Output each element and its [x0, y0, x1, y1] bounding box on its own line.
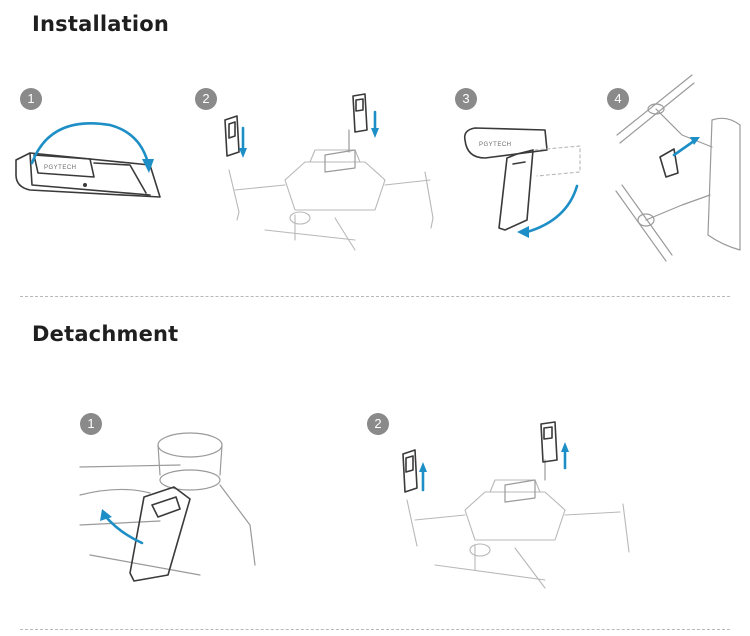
installation-step-1-badge: 1 [20, 88, 42, 110]
installation-step-2-badge: 2 [195, 88, 217, 110]
arrow-icon [30, 121, 150, 165]
section-divider-top [20, 296, 730, 297]
arrow-icon [672, 139, 696, 157]
installation-step-4-badge: 4 [607, 88, 629, 110]
arrow-icon [525, 184, 579, 234]
installation-title: Installation [32, 12, 170, 36]
installation-step-2-illustration [224, 93, 434, 251]
installation-step-1-brand-label: PGYTECH [44, 165, 77, 171]
detachment-step-2-illustration [402, 421, 630, 589]
installation-step-3-brand-label: PGYTECH [479, 142, 512, 148]
detachment-step-1-illustration [79, 432, 256, 582]
installation-step-3-badge: 3 [455, 88, 477, 110]
installation-step-3-illustration: PGYTECH [463, 127, 581, 238]
installation-step-4-illustration [615, 74, 741, 262]
detachment-step-1-badge: 1 [80, 413, 102, 435]
installation-step-1-illustration: PGYTECH [15, 121, 161, 198]
arrow-icon [104, 515, 144, 545]
detachment-title: Detachment [32, 322, 179, 346]
detachment-step-2-badge: 2 [367, 413, 389, 435]
section-divider-bottom [20, 629, 730, 630]
